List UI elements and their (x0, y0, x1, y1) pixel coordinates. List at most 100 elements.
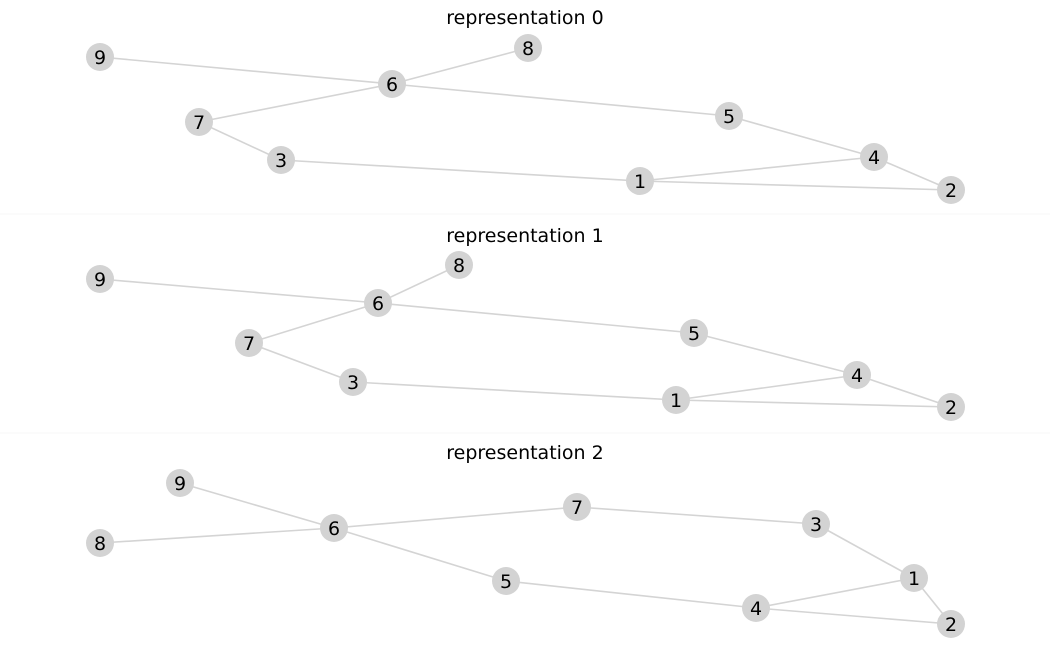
node-label: 3 (810, 514, 822, 536)
node-5: 5 (715, 102, 743, 130)
node-9: 9 (166, 469, 194, 497)
node-circle (445, 251, 473, 279)
node-label: 7 (243, 333, 255, 355)
edge-7-3 (198, 121, 282, 161)
node-circle (937, 176, 965, 204)
edge-1-4 (675, 374, 858, 401)
node-circle (86, 43, 114, 71)
edge-9-6 (99, 278, 379, 304)
edge-9-6 (99, 56, 393, 85)
edge-6-8 (377, 264, 460, 304)
edge-6-5 (377, 302, 695, 334)
node-label: 6 (372, 293, 384, 315)
node-label: 5 (500, 571, 512, 593)
node-8: 8 (445, 251, 473, 279)
node-circle (937, 393, 965, 421)
edge-6-8 (391, 47, 529, 85)
node-label: 9 (174, 473, 186, 495)
node-5: 5 (492, 567, 520, 595)
node-circle (235, 329, 263, 357)
node-group: 1 2 3 4 5 6 7 8 9 (86, 469, 965, 638)
edge-group (99, 482, 952, 625)
edge-6-5 (391, 83, 730, 117)
node-circle (364, 289, 392, 317)
node-8: 8 (514, 34, 542, 62)
node-circle (320, 514, 348, 542)
node-label: 1 (908, 568, 920, 590)
node-2: 2 (937, 393, 965, 421)
edge-6-5 (333, 527, 507, 582)
node-label: 4 (851, 365, 863, 387)
node-6: 6 (320, 514, 348, 542)
node-4: 4 (860, 143, 888, 171)
node-circle (267, 146, 295, 174)
node-1: 1 (626, 167, 654, 195)
node-group: 1 2 3 4 5 6 7 8 9 (86, 34, 965, 204)
node-label: 1 (634, 171, 646, 193)
edge-group (99, 47, 952, 191)
node-circle (563, 493, 591, 521)
edge-6-7 (248, 302, 379, 344)
edge-3-1 (352, 381, 677, 401)
node-label: 8 (94, 533, 106, 555)
node-circle (339, 368, 367, 396)
node-7: 7 (185, 108, 213, 136)
node-2: 2 (937, 610, 965, 638)
node-1: 1 (662, 386, 690, 414)
node-label: 5 (688, 323, 700, 345)
edge-4-2 (856, 374, 952, 408)
edge-3-1 (280, 159, 641, 182)
node-circle (86, 265, 114, 293)
edge-1-4 (639, 156, 875, 182)
edge-3-1 (815, 523, 915, 579)
edge-8-6 (99, 527, 335, 544)
edge-5-4 (505, 580, 757, 609)
node-circle (860, 143, 888, 171)
node-6: 6 (378, 70, 406, 98)
node-3: 3 (267, 146, 295, 174)
node-circle (937, 610, 965, 638)
node-5: 5 (680, 319, 708, 347)
node-4: 4 (742, 594, 770, 622)
node-label: 2 (945, 614, 957, 636)
node-label: 3 (275, 150, 287, 172)
node-3: 3 (802, 510, 830, 538)
edge-9-6 (179, 482, 335, 529)
node-label: 8 (453, 255, 465, 277)
node-circle (843, 361, 871, 389)
node-circle (514, 34, 542, 62)
node-label: 5 (723, 106, 735, 128)
node-label: 3 (347, 372, 359, 394)
node-circle (742, 594, 770, 622)
node-circle (185, 108, 213, 136)
node-label: 8 (522, 38, 534, 60)
node-circle (900, 564, 928, 592)
edge-1-2 (639, 180, 952, 191)
edge-5-4 (693, 332, 858, 376)
node-label: 7 (193, 112, 205, 134)
edge-6-7 (198, 83, 393, 123)
node-circle (626, 167, 654, 195)
node-label: 6 (386, 74, 398, 96)
edge-1-4 (755, 577, 915, 609)
node-label: 6 (328, 518, 340, 540)
node-7: 7 (563, 493, 591, 521)
edge-5-4 (728, 115, 875, 158)
node-circle (378, 70, 406, 98)
node-circle (492, 567, 520, 595)
node-circle (802, 510, 830, 538)
node-circle (166, 469, 194, 497)
node-label: 1 (670, 390, 682, 412)
node-label: 2 (945, 397, 957, 419)
node-circle (680, 319, 708, 347)
node-label: 2 (945, 180, 957, 202)
node-9: 9 (86, 43, 114, 71)
edge-7-3 (248, 342, 354, 383)
node-2: 2 (937, 176, 965, 204)
node-label: 4 (868, 147, 880, 169)
edge-4-2 (755, 607, 952, 625)
